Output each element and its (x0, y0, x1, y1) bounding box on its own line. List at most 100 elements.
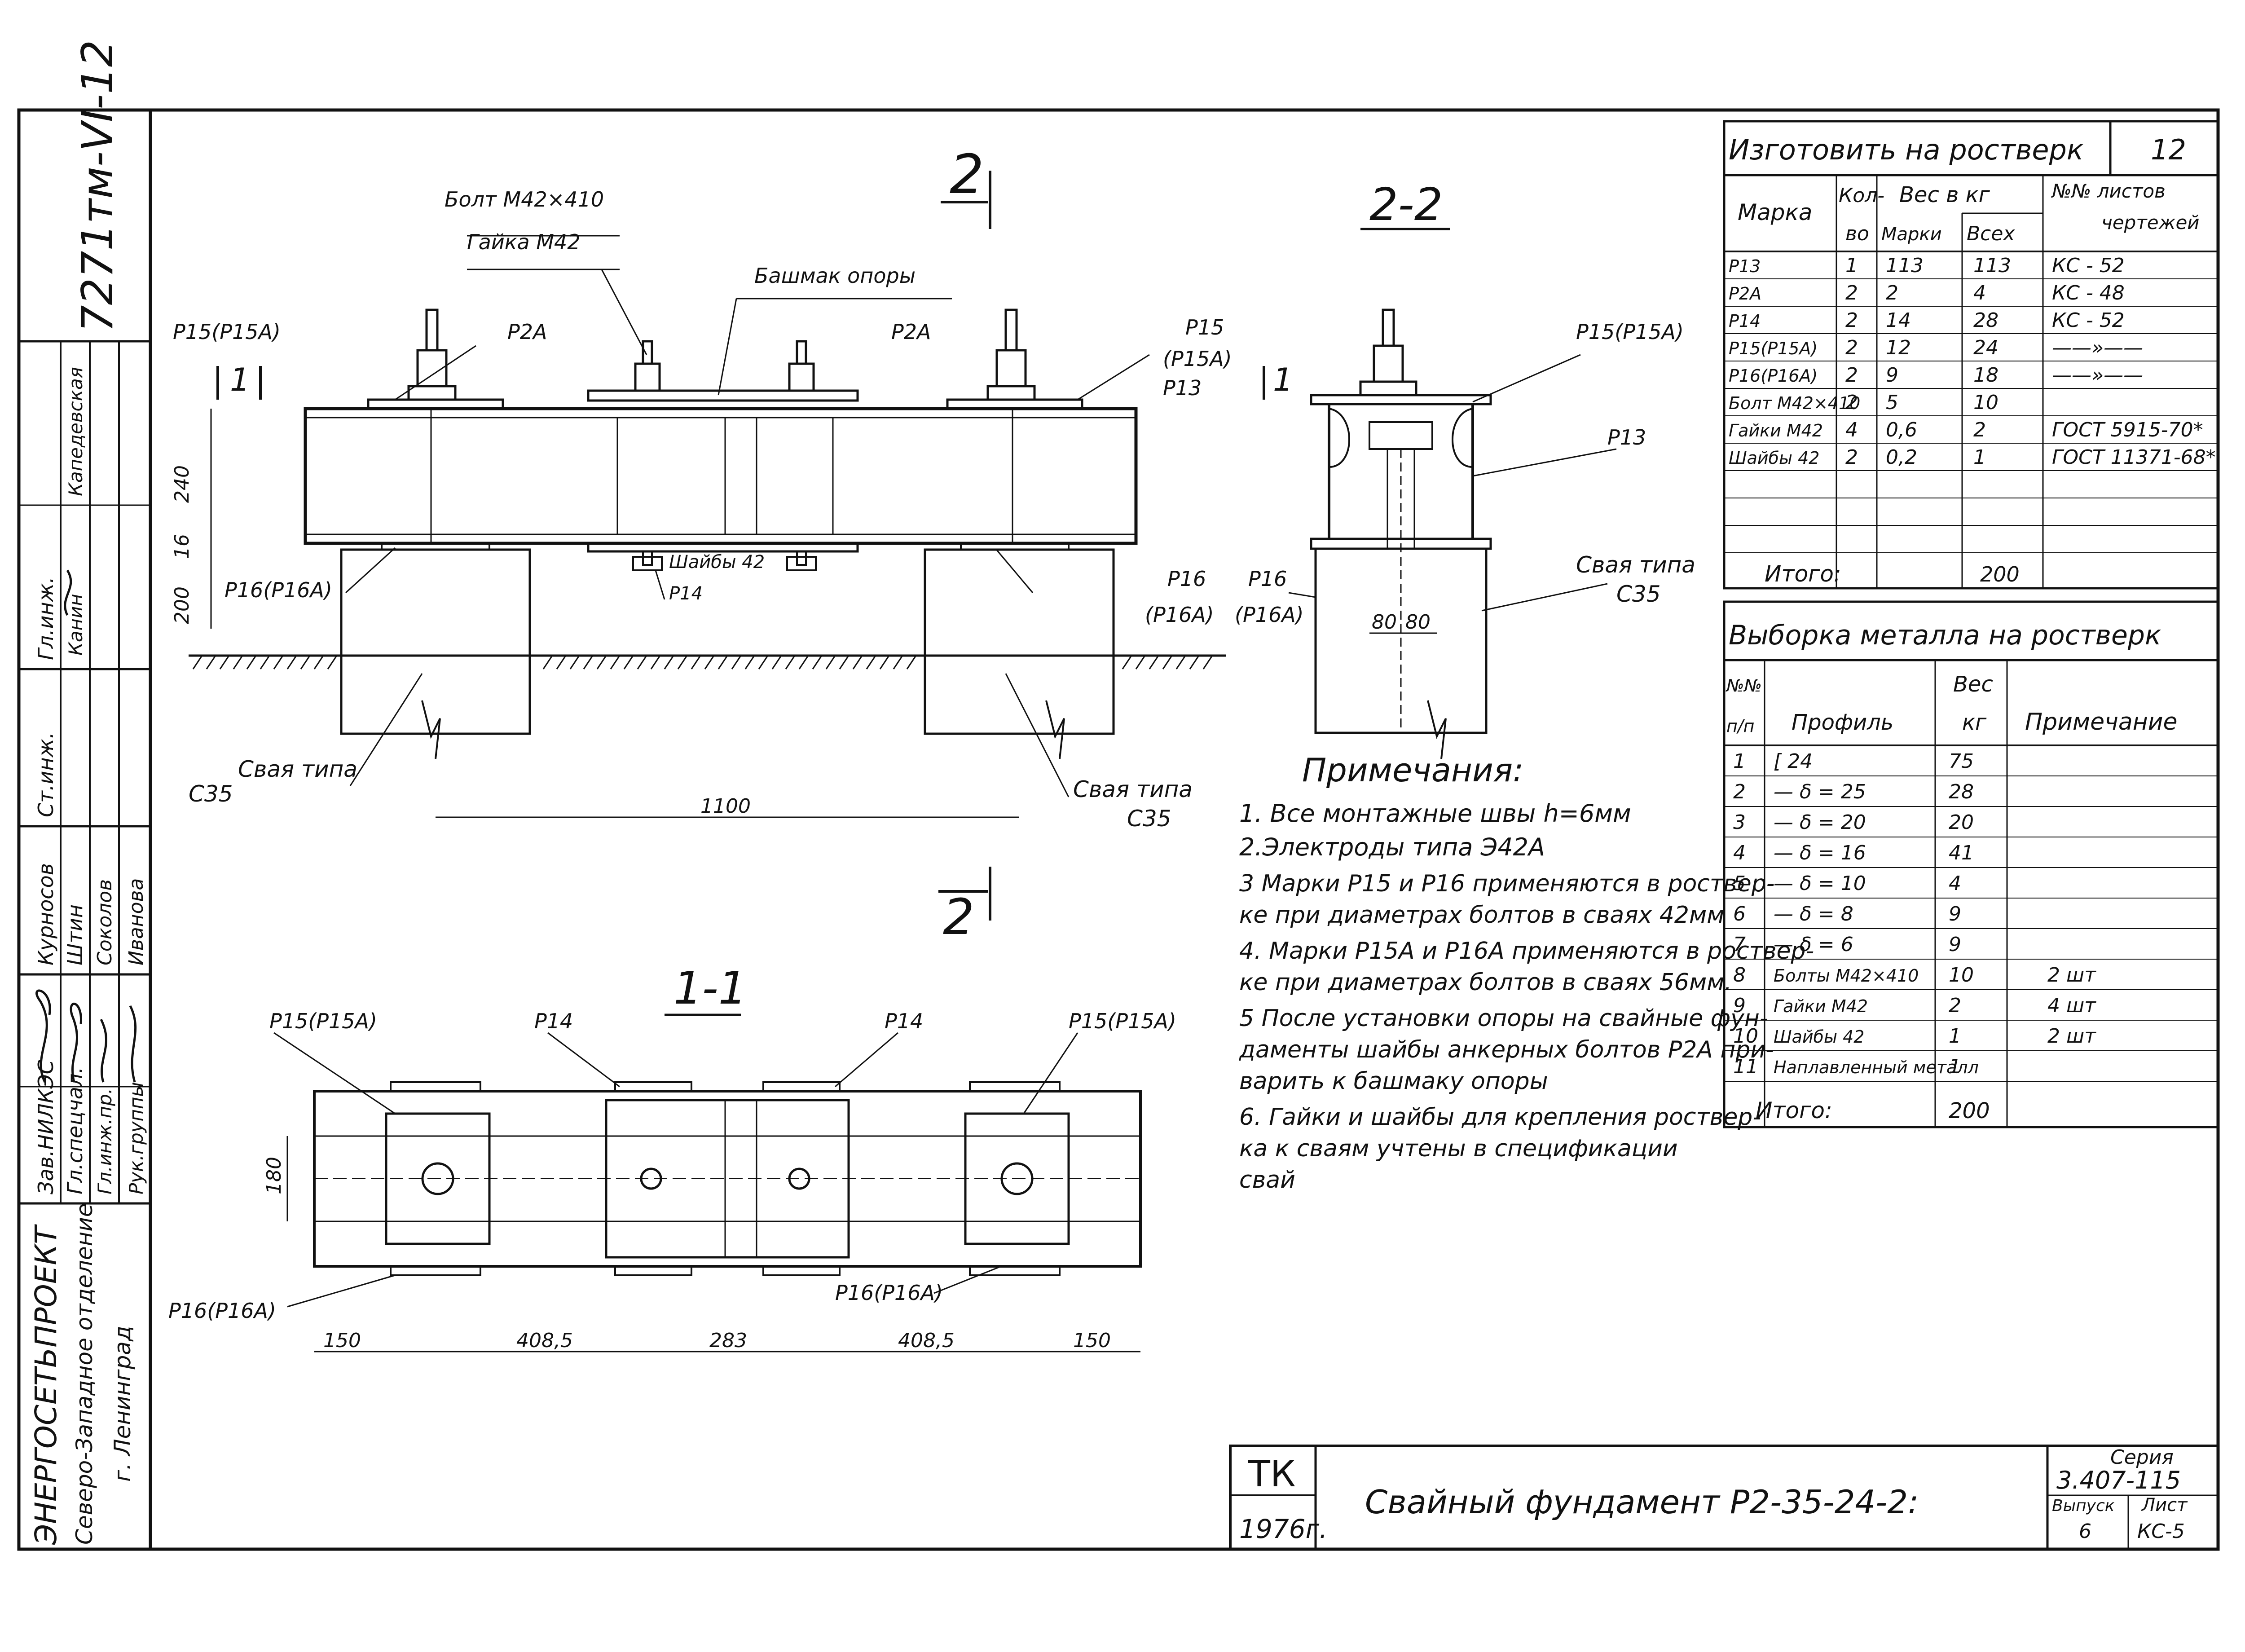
dim-200: 200 (171, 586, 194, 624)
name-1: Курносов (34, 863, 58, 965)
series-label: Серия (2110, 1446, 2174, 1469)
note-line-6: ке при диаметрах болтов в сваях 56мм. (1239, 969, 1732, 996)
spec2-h-note: Примечание (2025, 709, 2178, 736)
plan-label-p14-right: Р14 (885, 1009, 923, 1033)
elevation-view: 2 1 1 (171, 144, 1293, 832)
plan-label-p15-right: Р15(Р15А) (1069, 1009, 1176, 1033)
dim-1100: 1100 (700, 795, 751, 818)
spec1-cell: 18 (1973, 364, 1998, 387)
spec1-cell: Шайбы 42 (1729, 448, 1820, 468)
spec2-cell: Наплавленный металл (1774, 1057, 1979, 1077)
spec1-cell: Р15(Р15А) (1729, 339, 1818, 358)
label-p15a-right: (Р15А) (1163, 347, 1232, 371)
spec1-cell: 2 (1973, 419, 1986, 441)
label-pile-left-type: С35 (189, 781, 233, 807)
spec1-cell: 0,2 (1886, 446, 1917, 469)
label-p2a-left: Р2А (507, 320, 547, 344)
org-city: г. Ленинград (110, 1326, 136, 1482)
spec1-cell: 2 (1845, 282, 1858, 304)
section-title-11: 1-1 (674, 962, 747, 1014)
spec2-cell: Гайки М42 (1774, 996, 1868, 1016)
name-6: Канин (65, 594, 87, 656)
spec2-cell: 2 (1949, 994, 1961, 1017)
spec1-h-wmark: Марки (1881, 224, 1942, 245)
label-p15-left: Р15(Р15А) (173, 320, 281, 344)
role-5: Ст.инж. (34, 732, 58, 817)
dim-80-a: 80 (1372, 611, 1397, 634)
label-nut: Гайка М42 (467, 230, 581, 254)
note-line-12: свай (1239, 1167, 1295, 1194)
spec2-cell: 3 (1733, 811, 1746, 834)
spec1-h-qty1: Кол- (1839, 184, 1884, 207)
side-stamp: 7271тм-VI-12 Зав.НИЛКЭС Гл.спецчал. Гл.и… (19, 40, 150, 1545)
section-mark-1-left: 1 (230, 361, 250, 398)
dim-283: 283 (709, 1329, 747, 1352)
spec1-h-sheets1: №№ листов (2051, 180, 2166, 202)
spec2-cell: — δ = 6 (1774, 933, 1853, 956)
spec2-cell: 41 (1949, 841, 1974, 864)
dim-16: 16 (171, 534, 194, 559)
role-6: Гл.инж. (34, 577, 58, 660)
section-2-2: 2-2 80 80 Р15(Р15А) Р13 Р16 (Р16А) Свая … (1235, 178, 1695, 759)
notes: Примечания: 1. Все монтажные швы h=6мм 2… (1239, 751, 1814, 1194)
series-value: 3.407-115 (2056, 1466, 2181, 1494)
dim-180: 180 (263, 1157, 286, 1194)
spec1-cell: Р14 (1729, 311, 1761, 331)
anchor-bolt-left (632, 340, 663, 571)
label-22-p16a: (Р16А) (1235, 603, 1304, 627)
spec1-cell: 2 (1886, 282, 1898, 304)
title-org: ТК (1248, 1453, 1296, 1495)
role-2: Гл.спецчал. (63, 1067, 87, 1194)
spec1-cell: ——»—— (2052, 364, 2143, 387)
spec1-cell: 24 (1973, 336, 1998, 359)
side-code: 7271тм-VI-12 (73, 40, 123, 332)
name-4: Иванова (125, 878, 148, 965)
spec1-cell: 12 (1886, 336, 1911, 359)
label-washers: Шайбы 42 (669, 552, 765, 573)
title-year: 1976г. (1239, 1514, 1328, 1544)
spec2-cell: Шайбы 42 (1774, 1027, 1865, 1047)
spec2-cell: 2 (1733, 780, 1746, 803)
spec1-cell: 4 (1973, 282, 1986, 304)
spec1-h-mark: Марка (1738, 199, 1812, 225)
spec2-cell: 1 (1949, 1055, 1961, 1078)
plan-label-p15-left: Р15(Р15А) (269, 1009, 377, 1033)
spec1-cell: КС - 52 (2052, 254, 2125, 277)
label-p13: Р13 (1163, 376, 1202, 400)
note-line-9: варить к башмаку опоры (1239, 1068, 1548, 1095)
spec2-cell: — δ = 20 (1774, 811, 1866, 834)
dim-150-a: 150 (323, 1329, 361, 1352)
label-p16-left: Р16(Р16А) (224, 578, 332, 602)
spec2-cell: 75 (1949, 750, 1974, 773)
note-line-10: 6. Гайки и шайбы для крепления роствер- (1239, 1104, 1761, 1131)
spec1-cell: ГОСТ 5915-70* (2052, 419, 2203, 441)
sheet-label: Лист (2141, 1495, 2188, 1515)
note-line-7: 5 После установки опоры на свайные фун- (1239, 1005, 1768, 1032)
spec2-cell: — δ = 10 (1774, 872, 1866, 895)
spec1-cell: 4 (1845, 419, 1858, 441)
label-22-pile-type: С35 (1616, 581, 1661, 607)
label-bolt: Болт М42×410 (445, 187, 604, 211)
spec1-cell: Болт М42×410 (1729, 393, 1860, 413)
note-line-3: 3 Марки Р15 и Р16 применяются в роствер- (1239, 870, 1775, 897)
plan-view-1-1: 1-1 180 150 408,5 283 408,5 15 (168, 962, 1176, 1352)
label-p16-right: Р16 (1167, 567, 1206, 591)
sheet-value: КС-5 (2137, 1520, 2185, 1543)
spec2-cell: 4 шт (2047, 994, 2096, 1017)
sheet-number: 12 (2151, 133, 2186, 166)
spec1-h-sheets2: чертежей (2101, 211, 2200, 233)
bolt-left (407, 308, 457, 401)
spec2-cell: 9 (1949, 903, 1961, 925)
spec1-cell: 28 (1973, 309, 1998, 332)
spec1-h-weight: Вес в кг (1899, 182, 1990, 207)
spec2-cell: 11 (1733, 1055, 1758, 1078)
spec2-cell: — δ = 16 (1774, 841, 1866, 864)
role-1: Зав.НИЛКЭС (34, 1060, 58, 1194)
spec1-cell: Гайки М42 (1729, 421, 1823, 441)
spec1-cell: 10 (1973, 391, 1998, 414)
issue-label: Выпуск (2052, 1497, 2115, 1515)
spec2-cell: 10 (1949, 964, 1974, 987)
spec1-cell: 113 (1973, 254, 2011, 277)
view-mark-2-bottom: 2 (943, 888, 974, 946)
